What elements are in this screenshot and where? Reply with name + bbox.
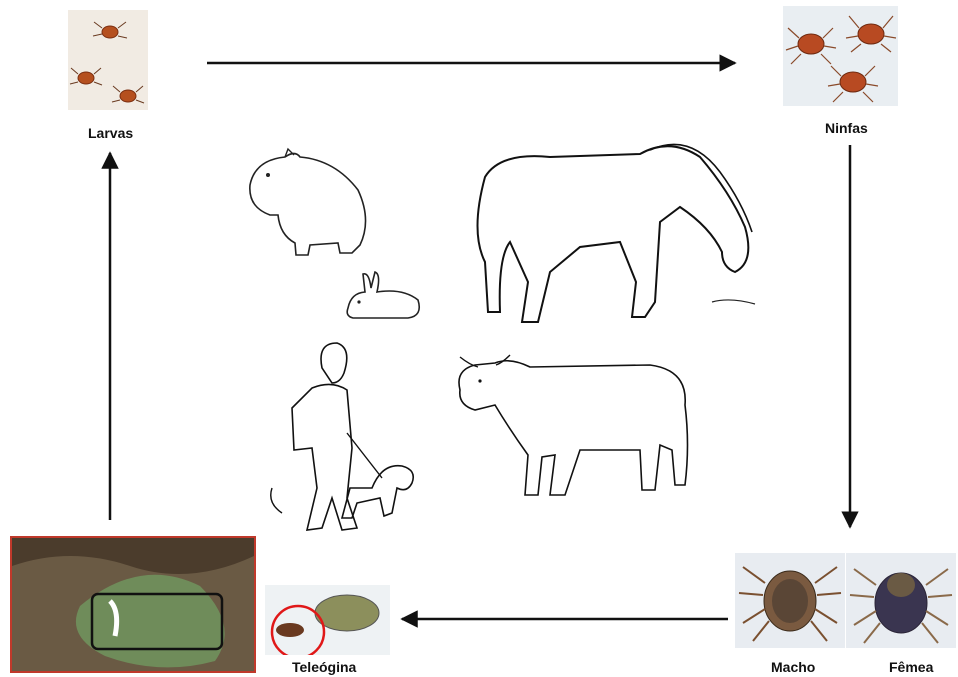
- femea-label: Fêmea: [889, 659, 933, 675]
- ninfas-label: Ninfas: [825, 120, 868, 136]
- teleogina-habitat-photo: [10, 536, 256, 673]
- horse-drawing: [460, 132, 760, 327]
- macho-photo: [735, 553, 845, 648]
- person-with-dog-drawing: [262, 338, 422, 538]
- cow-drawing: [450, 345, 700, 500]
- capybara-drawing: [240, 145, 375, 260]
- larvas-label: Larvas: [88, 125, 133, 141]
- teleogina-label: Teleógina: [292, 659, 356, 675]
- femea-photo: [846, 553, 956, 648]
- teleogina-photo: [265, 585, 390, 655]
- ninfas-photo: [783, 6, 898, 106]
- rabbit-drawing: [343, 268, 425, 323]
- macho-label: Macho: [771, 659, 815, 675]
- larvas-photo: [68, 10, 148, 110]
